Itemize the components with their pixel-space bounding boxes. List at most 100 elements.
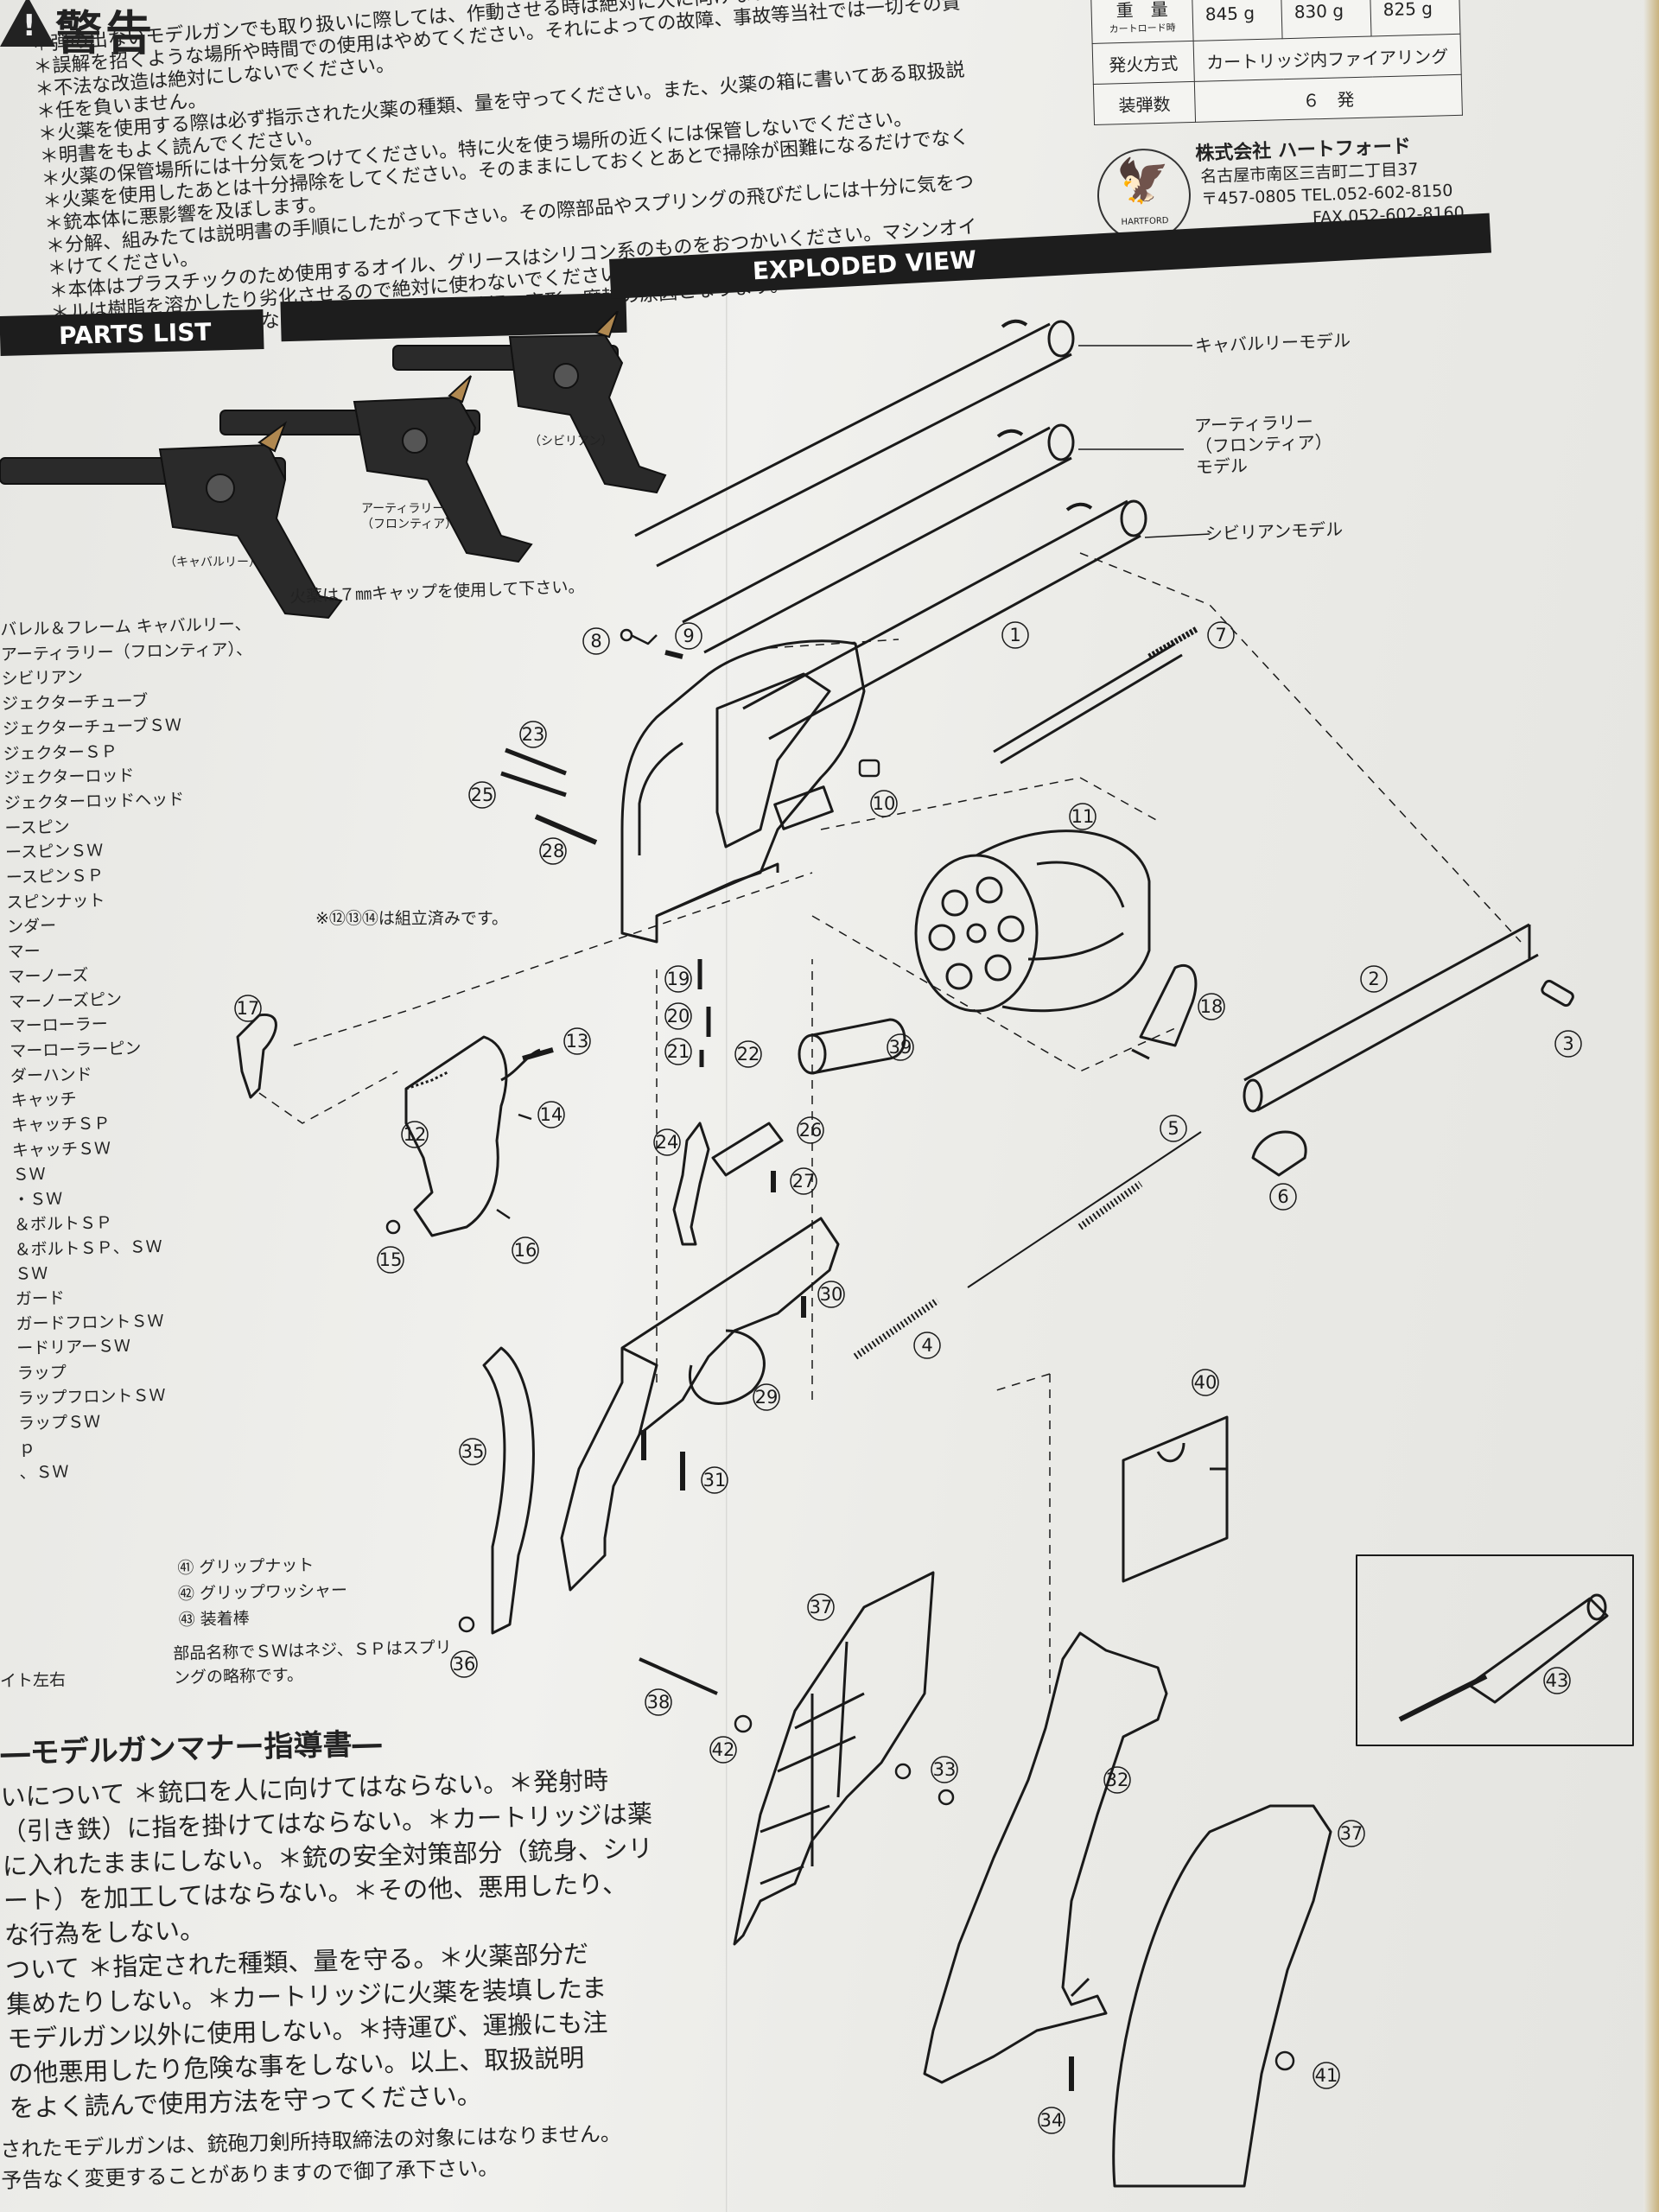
part-number-22: 22 — [734, 1040, 762, 1068]
ejector-screw — [1541, 979, 1574, 1007]
part-number-19: 19 — [664, 965, 692, 993]
part-number-4: 4 — [913, 1332, 941, 1359]
part-number-21: 21 — [664, 1038, 692, 1065]
part-number-25: 25 — [468, 781, 496, 809]
part-number-34: 34 — [1038, 2107, 1065, 2134]
tool-box — [1356, 1554, 1634, 1746]
revolver-civilian — [392, 311, 667, 494]
part-number-42: 42 — [709, 1736, 737, 1764]
svg-text:29: 29 — [755, 1387, 779, 1408]
svg-text:30: 30 — [820, 1284, 843, 1305]
svg-text:1: 1 — [1009, 625, 1020, 645]
svg-text:27: 27 — [792, 1171, 816, 1192]
ejector-head — [1251, 1130, 1307, 1177]
loading-tool — [1398, 1593, 1609, 1722]
caption-civilian: （シビリアン） — [529, 435, 613, 448]
svg-text:35: 35 — [461, 1441, 485, 1462]
svg-text:8: 8 — [590, 631, 601, 652]
part-number-26: 26 — [797, 1116, 824, 1144]
svg-text:15: 15 — [379, 1249, 403, 1270]
svg-text:6: 6 — [1277, 1186, 1288, 1207]
part-number-24: 24 — [653, 1128, 681, 1156]
label-artillery-model: アーティラリー （フロンティア） モデル — [1193, 410, 1333, 478]
svg-text:40: 40 — [1194, 1372, 1217, 1393]
svg-text:28: 28 — [542, 841, 565, 861]
part-number-15: 15 — [377, 1246, 404, 1274]
svg-text:25: 25 — [471, 785, 494, 805]
part-number-37: 37 — [807, 1593, 835, 1621]
part-number-35: 35 — [459, 1438, 486, 1465]
part-number-36: 36 — [450, 1650, 478, 1678]
part-number-28: 28 — [539, 837, 567, 865]
svg-text:17: 17 — [237, 998, 260, 1019]
hammer — [404, 1035, 508, 1237]
revolver-cavalry — [0, 421, 343, 620]
part-number-3: 3 — [1554, 1030, 1582, 1058]
svg-text:43: 43 — [1546, 1670, 1569, 1691]
paper-fold — [726, 259, 728, 2212]
svg-text:11: 11 — [1071, 806, 1095, 827]
svg-text:22: 22 — [737, 1044, 760, 1065]
bolt — [711, 1122, 784, 1177]
svg-text:39: 39 — [889, 1037, 912, 1058]
revolver-artillery — [219, 375, 533, 563]
part-number-16: 16 — [512, 1236, 539, 1264]
svg-text:2: 2 — [1368, 969, 1379, 989]
grip-left — [733, 1571, 935, 1946]
ejector-spring — [853, 1131, 1202, 1360]
screws — [385, 628, 1295, 2091]
svg-text:23: 23 — [522, 724, 545, 745]
svg-text:10: 10 — [873, 793, 896, 814]
svg-text:26: 26 — [799, 1120, 823, 1141]
part-number-33: 33 — [931, 1756, 958, 1783]
assembled-note: ※⑫⑬⑭は組立済みです。 — [315, 909, 509, 928]
svg-text:33: 33 — [933, 1759, 957, 1780]
cylinder — [914, 830, 1151, 1013]
svg-text:24: 24 — [656, 1132, 679, 1153]
svg-text:42: 42 — [712, 1739, 735, 1760]
svg-text:7: 7 — [1215, 625, 1226, 645]
manner-text: いについて ＊銃口を人に向けてはならない。＊発射時 （引き鉄）に指を掛けてはなら… — [0, 1762, 666, 2126]
part-number-5: 5 — [1160, 1115, 1187, 1142]
backstrap — [482, 1346, 535, 1635]
warning-icon: ! — [0, 0, 55, 47]
trigger-guard — [560, 1217, 840, 1592]
svg-text:37: 37 — [810, 1597, 833, 1618]
svg-text:4: 4 — [921, 1335, 932, 1356]
part-number-40: 40 — [1192, 1369, 1219, 1396]
svg-text:41: 41 — [1315, 2065, 1338, 2086]
loading-gate — [1131, 964, 1198, 1060]
barrel-artillery — [682, 423, 1075, 654]
svg-text:3: 3 — [1562, 1033, 1573, 1054]
part-number-13: 13 — [563, 1027, 591, 1055]
paper-edge — [1643, 0, 1659, 2212]
part-number-29: 29 — [753, 1383, 780, 1411]
svg-text:14: 14 — [540, 1104, 563, 1125]
part-number-6: 6 — [1269, 1183, 1297, 1211]
ejector-tube — [1243, 923, 1539, 1113]
part-number-11: 11 — [1069, 803, 1096, 830]
part-number-17: 17 — [234, 995, 262, 1022]
part-number-31: 31 — [701, 1466, 728, 1494]
leader-line — [1144, 533, 1211, 538]
part-number-9: 9 — [675, 622, 702, 650]
barrel-cavalry — [634, 319, 1075, 568]
svg-text:9: 9 — [683, 626, 694, 646]
svg-text:16: 16 — [514, 1240, 537, 1261]
caption-artillery: アーティラリー （フロンティア） — [361, 502, 458, 531]
svg-text:36: 36 — [453, 1654, 476, 1675]
grip-frame — [923, 1631, 1168, 2084]
part-number-39: 39 — [887, 1033, 914, 1061]
frame — [620, 639, 866, 944]
part-number-32: 32 — [1103, 1766, 1131, 1794]
svg-text:38: 38 — [647, 1692, 671, 1713]
part-number-37b: 37 — [1338, 1820, 1365, 1847]
part-number-2: 2 — [1360, 965, 1388, 993]
part-number-10: 10 — [870, 790, 898, 817]
svg-text:20: 20 — [667, 1006, 690, 1027]
part-number-18: 18 — [1198, 993, 1225, 1020]
part-number-7: 7 — [1207, 621, 1235, 649]
hand — [236, 1014, 277, 1099]
part-number-12: 12 — [401, 1121, 429, 1148]
